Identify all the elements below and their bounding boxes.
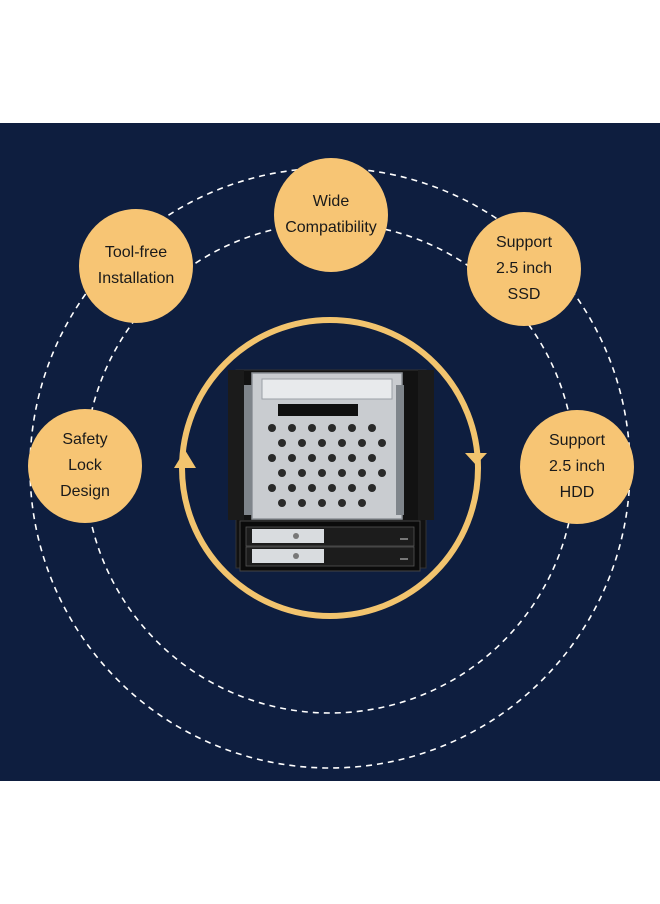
- feature-text: 2.5 inch: [495, 260, 553, 277]
- feature-support-ssd: Support 2.5 inch SSD: [467, 212, 581, 326]
- feature-diagram: [29, 167, 631, 769]
- feature-text: Tool-free: [104, 244, 168, 261]
- feature-text: HDD: [559, 484, 595, 501]
- feature-panel: Wide Compatibility Tool-free Installatio…: [0, 123, 660, 781]
- feature-text: Wide: [312, 193, 350, 210]
- feature-text: Lock: [68, 457, 102, 474]
- feature-text: Compatibility: [285, 219, 377, 236]
- feature-text: Design: [60, 483, 110, 500]
- feature-text: Installation: [97, 270, 175, 287]
- feature-text: SSD: [507, 286, 541, 303]
- feature-text: Support: [548, 432, 606, 449]
- feature-support-hdd: Support 2.5 inch HDD: [520, 410, 634, 524]
- feature-text: Safety: [62, 431, 108, 448]
- feature-text: 2.5 inch: [548, 458, 606, 475]
- feature-safety-lock-design: Safety Lock Design: [28, 409, 142, 523]
- hdd-rack-image: [228, 369, 434, 572]
- feature-wide-compatibility: Wide Compatibility: [274, 158, 388, 272]
- right-arrow-icon: [465, 453, 487, 465]
- feature-text: Support: [495, 234, 553, 251]
- feature-tool-free-installation: Tool-free Installation: [79, 209, 193, 323]
- left-arrow-icon: [174, 450, 196, 468]
